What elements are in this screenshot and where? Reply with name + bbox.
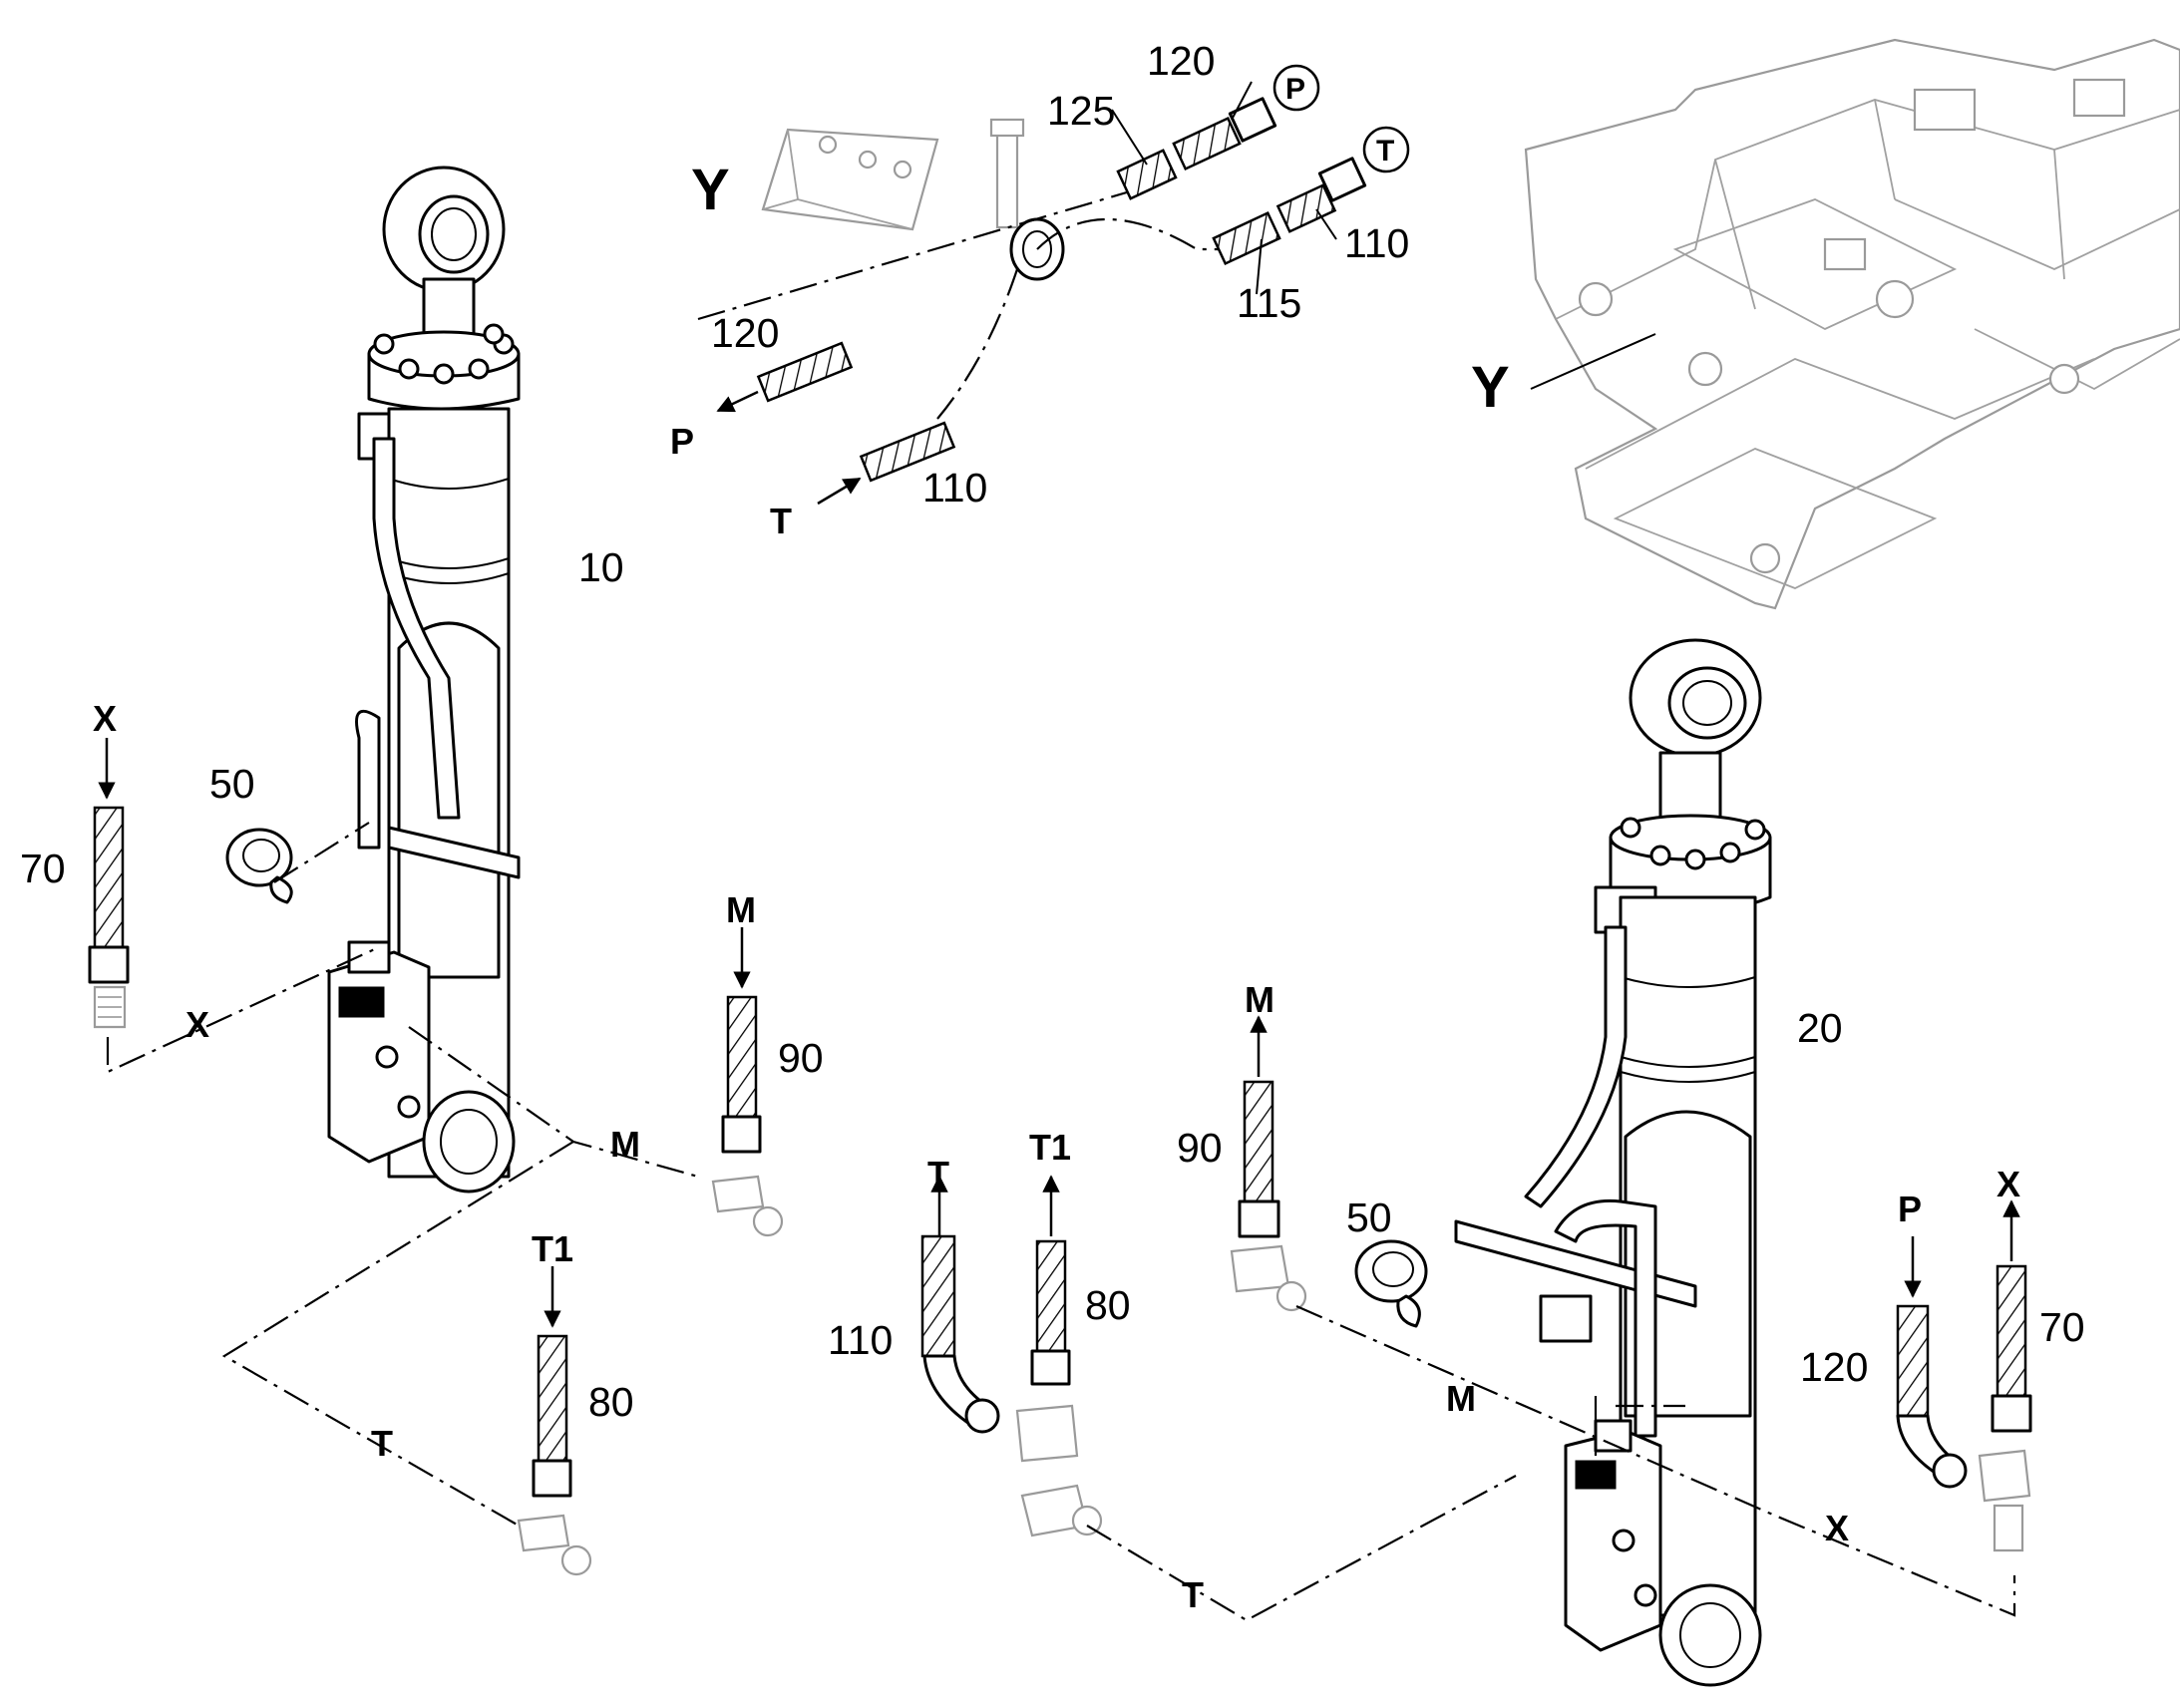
hose-110-center — [920, 1234, 956, 1358]
hose-120-right — [1896, 1304, 1930, 1418]
label-y-port-p: P — [670, 421, 694, 462]
label-left-t1: T1 — [532, 1228, 573, 1269]
label-center-110: 110 — [828, 1317, 893, 1363]
label-y-120-top: 120 — [1147, 38, 1215, 84]
label-left-x-top: X — [93, 698, 117, 739]
label-center-t-line: T — [1182, 1574, 1204, 1615]
label-center-t-top: T — [927, 1154, 949, 1195]
label-right-120: 120 — [1800, 1344, 1868, 1390]
label-right-m-top: M — [1245, 979, 1274, 1020]
right-fittings — [1230, 1015, 2032, 1617]
port-p-circle — [1272, 64, 1320, 112]
left-fittings — [88, 738, 784, 1576]
label-detail-y: Y — [691, 158, 730, 222]
label-center-t1: T1 — [1029, 1127, 1071, 1168]
hydraulic-cylinder-20 — [1454, 638, 1772, 1687]
label-y-circle-p: P — [1285, 73, 1305, 106]
label-left-80: 80 — [588, 1379, 634, 1425]
label-left-x-line: X — [185, 1004, 209, 1045]
label-right-90: 90 — [1177, 1125, 1223, 1171]
label-left-m-line: M — [610, 1124, 640, 1165]
reference-labels: 10 20 Y Y 120 125 110 115 120 110 P T P … — [20, 38, 2085, 1615]
hose-90-left — [726, 995, 758, 1119]
hose-70-right — [1996, 1264, 2027, 1398]
label-y-115: 115 — [1237, 280, 1301, 326]
label-right-x-top: X — [1997, 1164, 2020, 1204]
label-y-110-right: 110 — [1344, 220, 1409, 266]
center-fittings — [920, 1175, 1517, 1622]
label-right-p: P — [1898, 1189, 1922, 1229]
label-left-90: 90 — [778, 1035, 824, 1081]
label-y-110-bottom: 110 — [922, 465, 987, 511]
label-cylinder-10: 10 — [578, 544, 624, 590]
label-center-80: 80 — [1085, 1282, 1131, 1328]
hose-90-right — [1243, 1080, 1274, 1203]
label-right-50: 50 — [1346, 1195, 1392, 1240]
port-t-circle — [1362, 126, 1410, 173]
label-right-m-line: M — [1446, 1378, 1476, 1419]
label-y-120-left: 120 — [711, 310, 779, 356]
label-cylinder-20: 20 — [1797, 1005, 1843, 1051]
label-left-m-top: M — [726, 889, 756, 930]
label-right-70: 70 — [2039, 1304, 2085, 1350]
label-y-circle-t: T — [1376, 135, 1394, 168]
label-y-port-t: T — [770, 501, 792, 541]
label-left-70: 70 — [20, 846, 66, 891]
hose-80-center — [1035, 1239, 1067, 1353]
label-left-t-line: T — [371, 1423, 393, 1464]
label-right-x-line: X — [1825, 1508, 1849, 1548]
machine-frame-illustration — [1524, 38, 2180, 610]
label-y-125: 125 — [1047, 88, 1115, 134]
hose-80-left — [537, 1334, 568, 1463]
label-frame-y: Y — [1471, 355, 1510, 420]
hose-70-left — [93, 806, 125, 949]
hydraulic-cylinder-10 — [327, 166, 521, 1194]
label-left-50: 50 — [209, 761, 255, 807]
detail-y-assembly — [697, 64, 1410, 506]
